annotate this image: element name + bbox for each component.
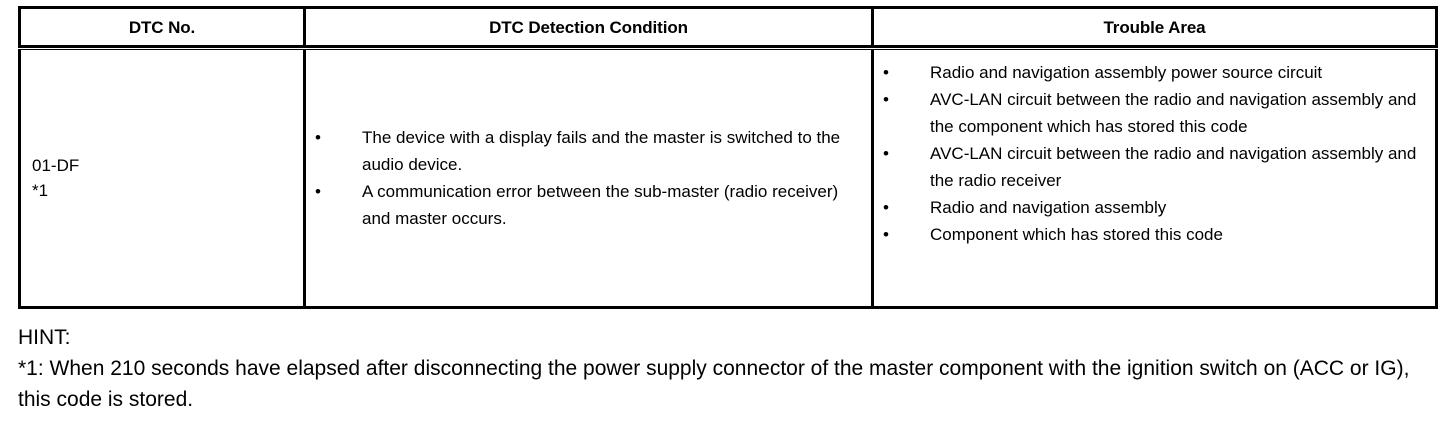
bullet-icon: • xyxy=(883,198,889,217)
trouble-area-list: • Radio and navigation assembly power so… xyxy=(883,59,1427,248)
list-item-text: Component which has stored this code xyxy=(930,225,1223,244)
hint-label: HINT: xyxy=(18,326,71,349)
column-header-dtc-no: DTC No. xyxy=(18,6,306,50)
table-header-row: DTC No. DTC Detection Condition Trouble … xyxy=(18,6,1438,50)
list-item: • A communication error between the sub-… xyxy=(315,178,871,232)
list-item-text: A communication error between the sub-ma… xyxy=(362,182,839,228)
table-row: 01-DF *1 • The device with a display fai… xyxy=(18,48,1438,309)
dtc-footnote-marker: *1 xyxy=(32,181,49,200)
detection-condition-list: • The device with a display fails and th… xyxy=(306,124,871,232)
bullet-icon: • xyxy=(883,144,889,163)
list-item-text: AVC-LAN circuit between the radio and na… xyxy=(930,144,1417,190)
list-item-text: Radio and navigation assembly xyxy=(930,198,1167,217)
column-header-dtc-detection-condition: DTC Detection Condition xyxy=(303,6,874,50)
list-item-text: The device with a display fails and the … xyxy=(362,128,841,174)
list-item: • Radio and navigation assembly power so… xyxy=(883,59,1427,86)
bullet-icon: • xyxy=(315,182,321,201)
cell-trouble-area: • Radio and navigation assembly power so… xyxy=(871,48,1438,309)
hint-text: *1: When 210 seconds have elapsed after … xyxy=(18,357,1410,411)
hint-block: HINT: *1: When 210 seconds have elapsed … xyxy=(18,322,1438,415)
list-item-text: Radio and navigation assembly power sour… xyxy=(930,63,1323,82)
list-item: • The device with a display fails and th… xyxy=(315,124,871,178)
list-item: • AVC-LAN circuit between the radio and … xyxy=(883,140,1427,194)
bullet-icon: • xyxy=(883,90,889,109)
bullet-icon: • xyxy=(315,128,321,147)
column-header-trouble-area: Trouble Area xyxy=(871,6,1438,50)
list-item: • AVC-LAN circuit between the radio and … xyxy=(883,86,1427,140)
list-item: • Component which has stored this code xyxy=(883,221,1427,248)
bullet-icon: • xyxy=(883,225,889,244)
cell-dtc-no: 01-DF *1 xyxy=(18,48,306,309)
dtc-code: 01-DF xyxy=(32,156,80,175)
cell-dtc-detection-condition: • The device with a display fails and th… xyxy=(303,48,874,309)
list-item-text: AVC-LAN circuit between the radio and na… xyxy=(930,90,1417,136)
bullet-icon: • xyxy=(883,63,889,82)
list-item: • Radio and navigation assembly xyxy=(883,194,1427,221)
dtc-table: DTC No. DTC Detection Condition Trouble … xyxy=(18,6,1438,309)
